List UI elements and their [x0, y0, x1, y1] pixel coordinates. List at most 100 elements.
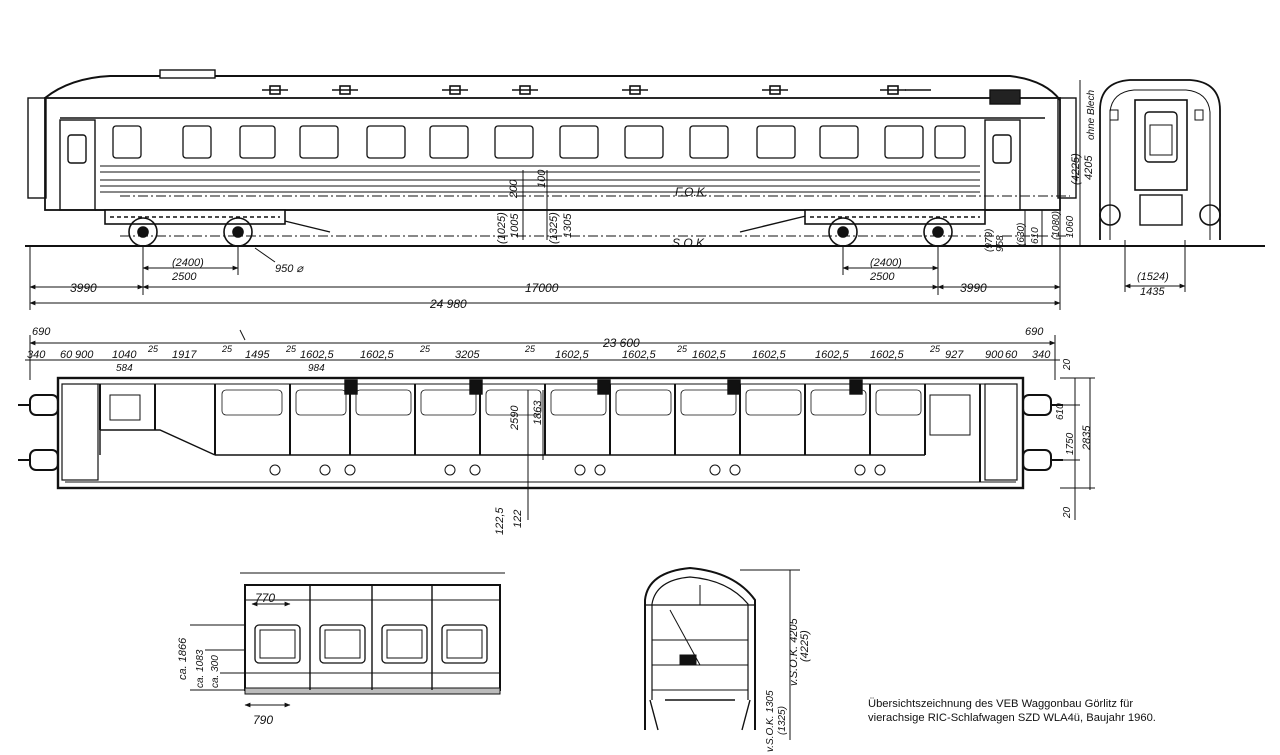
dim-2400-right: (2400): [870, 257, 902, 269]
dim-950: 950 ⌀: [275, 263, 304, 275]
buffers: [18, 394, 1063, 471]
note-ohne-blech: ohne Blech: [1086, 90, 1097, 140]
dim-1325: (1325): [548, 212, 560, 244]
side-view: [25, 69, 1265, 310]
dim-1083: ca. 1083: [195, 649, 206, 688]
plan-top-dim: 1602,5: [360, 349, 395, 361]
end-view-labels: (4225) 4205 ohne Blech (1524) 1435: [1070, 90, 1169, 298]
plan-top-dim: 340: [27, 349, 46, 361]
dim-984: 984: [308, 363, 325, 374]
caption-line-1: Übersichtszeichnung des VEB Waggonbau Gö…: [868, 698, 1134, 710]
plan-top-dim: 927: [945, 349, 964, 361]
drawing-caption: Übersichtszeichnung des VEB Waggonbau Gö…: [868, 697, 1198, 725]
dim-1005: 1005: [509, 213, 521, 238]
side-view-labels: F.O.K. S.O.K. 3990 17000 3990 24 980 (24…: [70, 169, 1076, 311]
plan-top-dim: 60: [60, 349, 73, 361]
compartment-walls: [99, 384, 981, 482]
dim-4225: (4225): [1070, 153, 1082, 185]
plan-top-dim: 900: [985, 349, 1004, 361]
plan-view: [18, 329, 1095, 520]
label-sok: S.O.K.: [672, 236, 707, 250]
plan-top-dim: 25: [524, 344, 536, 354]
plan-top-dim: 3205: [455, 349, 480, 361]
dim-1750: 1750: [1065, 432, 1076, 455]
plan-top-dim: 25: [676, 344, 688, 354]
dim-2590: 2590: [509, 405, 521, 431]
dim-300: ca. 300: [210, 655, 221, 688]
dim-630: (630): [1016, 223, 1027, 246]
plan-top-dim: 25: [285, 344, 297, 354]
body-stripes: [100, 165, 980, 193]
corridor-fittings: [269, 464, 886, 476]
washbasins: [344, 379, 863, 395]
plan-outline: [56, 376, 1025, 490]
dim-100: 100: [536, 169, 548, 188]
cross-outline: [644, 566, 756, 730]
dim-4205: 4205: [1083, 155, 1095, 180]
dim-1025: (1025): [496, 212, 508, 244]
dim-v1305: v.S.O.K. 1305: [765, 690, 776, 752]
dim-200: 200: [508, 179, 520, 199]
roof-vents: [262, 85, 931, 95]
dim-122: 122: [512, 510, 524, 528]
dim-790: 790: [253, 713, 273, 727]
section-view: [190, 572, 505, 708]
plan-top-dim: 1602,5: [692, 349, 727, 361]
section-view-labels: 770 790 ca. 1866 ca. 1083 ca. 300: [177, 591, 275, 727]
plan-top-dim: 25: [419, 344, 431, 354]
plan-top-dim: 1602,5: [300, 349, 335, 361]
dim-770: 770: [255, 591, 275, 605]
dim-958: 958: [995, 235, 1006, 252]
dim-610: 610: [1055, 403, 1066, 420]
plan-top-dim: 25: [929, 344, 941, 354]
plan-top-dim: 1602,5: [815, 349, 850, 361]
roof-line: [44, 75, 1061, 101]
dim-1524: (1524): [1137, 271, 1169, 283]
plan-top-dim: 60: [1005, 349, 1018, 361]
plan-top-dim: 25: [221, 344, 233, 354]
car-body: [44, 97, 1061, 211]
dim-3990-left: 3990: [70, 281, 97, 295]
bogie-left: [104, 209, 286, 247]
section-berths: [254, 624, 488, 664]
dim-584: 584: [116, 363, 133, 374]
cross-section-labels: v.S.O.K. 4205 (4225) v.S.O.K. 1305 (1325…: [765, 617, 811, 752]
label-fok: F.O.K.: [675, 185, 708, 199]
dim-2500-right: 2500: [869, 271, 895, 283]
end-outline: [1099, 79, 1221, 240]
dim-1435: 1435: [1140, 286, 1165, 298]
dim-1305: 1305: [562, 213, 574, 238]
plan-top-dim: 900: [75, 349, 94, 361]
dim-24980: 24 980: [429, 297, 467, 311]
dim-17000: 17000: [525, 281, 559, 295]
dim-3990-right: 3990: [960, 281, 987, 295]
dim-690-right: 690: [1025, 326, 1044, 338]
end-door: [1134, 99, 1188, 191]
plan-top-dim: 1602,5: [870, 349, 905, 361]
plan-top-dim: 1602,5: [622, 349, 657, 361]
dim-1080: (1080): [1051, 211, 1062, 240]
dim-1866: ca. 1866: [177, 637, 189, 680]
side-dim-lines: [29, 246, 1061, 310]
dim-v1325: (1325): [777, 706, 788, 735]
plan-top-dim: 1602,5: [555, 349, 590, 361]
plan-top-dim: 1602,5: [752, 349, 787, 361]
plan-top-dim: 1917: [172, 349, 197, 361]
dim-122-5: 122,5: [494, 507, 506, 535]
caption-line-2: vierachsige RIC-Schlafwagen SZD WLA4ü, B…: [868, 712, 1156, 724]
dim-979: (979): [984, 229, 995, 252]
end-view: [1079, 79, 1225, 292]
dim-1060: 1060: [1065, 215, 1076, 238]
windows: [112, 125, 966, 159]
dim-2400-left: (2400): [172, 257, 204, 269]
dim-690-left: 690: [32, 326, 51, 338]
section-partitions: [309, 585, 433, 690]
dim-v4205: v.S.O.K. 4205: [788, 617, 800, 686]
plan-top-dim: 1040: [112, 349, 137, 361]
cross-section: [644, 566, 800, 740]
dim-23600: 23 600: [602, 336, 640, 350]
plan-top-dim: 1495: [245, 349, 270, 361]
bogie-right: [804, 209, 986, 247]
